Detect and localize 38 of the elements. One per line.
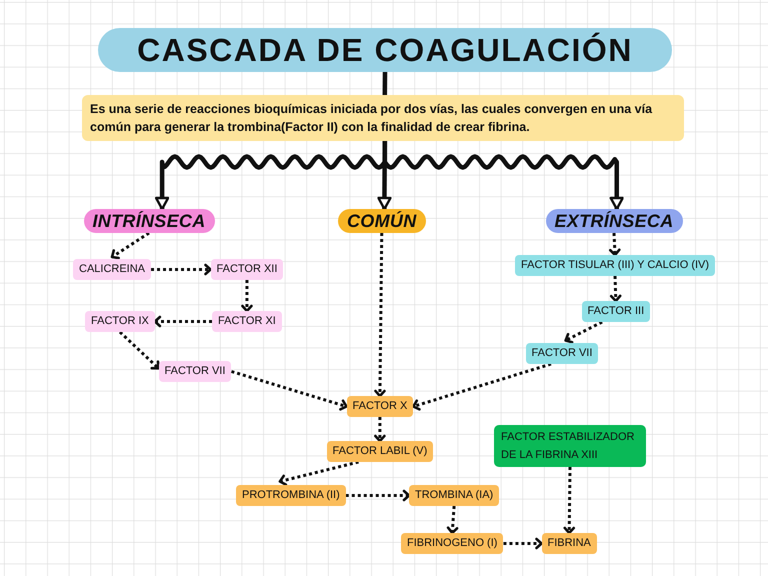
dotted-arrow xyxy=(241,280,253,312)
factor-label: FACTOR VII xyxy=(526,343,598,364)
description-note: Es una serie de reacciones bioquímicas iniciada por dos vías, las cuales convergen en una vía común para generar la trombina(Factor II) con la finalidad de crear fibrina. xyxy=(82,95,684,141)
factor-label: TROMBINA (IA) xyxy=(409,485,500,506)
dotted-arrow xyxy=(230,370,348,411)
dotted-arrow xyxy=(346,490,410,502)
factor-label: FACTOR VII xyxy=(158,361,232,382)
connector-line xyxy=(382,72,388,96)
pathway-label: COMÚN xyxy=(338,209,426,233)
factor-label: FACTOR XII xyxy=(210,259,284,280)
factor-label: FACTOR XI xyxy=(212,311,282,332)
dotted-arrow xyxy=(503,538,543,550)
factor-label: PROTROMBINA (II) xyxy=(236,485,346,506)
factor-note: FACTOR ESTABILIZADOR DE LA FIBRINA XIII xyxy=(494,425,646,467)
dotted-arrow xyxy=(154,316,212,328)
factor-label: FACTOR III xyxy=(582,301,650,322)
dotted-arrow xyxy=(374,232,386,398)
dotted-arrow xyxy=(610,276,622,302)
dotted-arrow xyxy=(278,460,359,486)
dotted-arrow xyxy=(118,330,160,370)
factor-label: FACTOR IX xyxy=(85,311,155,332)
dotted-arrow xyxy=(446,506,458,534)
title-banner: CASCADA DE COAGULACIÓN xyxy=(98,28,672,72)
dotted-arrow xyxy=(412,362,552,411)
factor-label: CALICREINA xyxy=(73,259,152,280)
factor-label: FACTOR X xyxy=(346,396,414,417)
pathway-label: INTRÍNSECA xyxy=(84,209,215,233)
factor-label: FIBRINOGENO (I) xyxy=(401,533,504,554)
factor-label: FIBRINA xyxy=(542,533,597,554)
dotted-arrow xyxy=(564,320,603,344)
factor-label: FACTOR LABIL (V) xyxy=(326,441,434,462)
dotted-arrow xyxy=(609,232,621,256)
factor-label: FACTOR TISULAR (III) Y CALCIO (IV) xyxy=(515,255,716,276)
pathway-label: EXTRÍNSECA xyxy=(546,209,683,233)
dotted-arrow xyxy=(151,264,212,276)
dotted-arrow xyxy=(374,417,386,442)
dotted-arrow xyxy=(110,232,150,260)
dotted-arrow xyxy=(563,466,576,534)
